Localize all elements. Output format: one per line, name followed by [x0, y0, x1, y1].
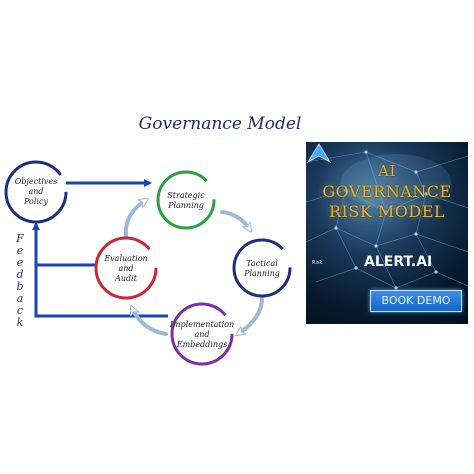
banner-headline-line-2: GOVERNANCE: [322, 182, 452, 201]
cycle-arrows: [123, 200, 264, 336]
cycle-arrow-implementation-evaluation: [132, 308, 168, 336]
node-tactical: Tactical Planning: [232, 238, 292, 298]
feedback-letter: d: [16, 268, 23, 281]
node-evaluation-line-3: Audit: [114, 274, 138, 283]
cycle-arrow-tactical-implementation: [238, 296, 264, 334]
node-tactical-line-2: Planning: [243, 269, 280, 278]
node-evaluation: Evaluation and Audit: [94, 236, 158, 300]
banner-headline-line-1: AI: [378, 162, 396, 180]
network-background: [306, 150, 468, 290]
feedback-letter: c: [17, 304, 23, 317]
governance-diagram: Objectives and Policy Strategic Planning…: [4, 160, 292, 366]
node-evaluation-line-2: and: [118, 264, 133, 273]
feedback-letter: a: [17, 292, 24, 305]
ad-banner[interactable]: AI GOVERNANCE RISK MODEL Risk ALERT.AI B…: [306, 142, 468, 324]
node-strategic: Strategic Planning: [156, 170, 216, 230]
flow-arrows: [32, 179, 168, 318]
book-demo-button[interactable]: BOOK DEMO: [370, 290, 462, 312]
cycle-arrow-strategic-tactical: [220, 210, 250, 230]
node-strategic-line-1: Strategic: [167, 191, 205, 200]
banner-tag: Risk: [312, 260, 323, 266]
feedback-letter: k: [17, 316, 24, 329]
node-implementation-line-2: and: [194, 330, 209, 339]
brand-name: ALERT.AI: [364, 254, 433, 270]
feedback-line: [32, 222, 168, 318]
node-implementation-line-1: Implementation: [169, 320, 234, 329]
node-implementation: Implementation and Embeddings: [169, 302, 234, 366]
node-evaluation-line-1: Evaluation: [103, 254, 147, 263]
node-objectives: Objectives and Policy: [4, 160, 68, 224]
node-strategic-line-2: Planning: [167, 201, 204, 210]
feedback-letter: e: [17, 244, 24, 257]
diagram-title: Governance Model: [138, 114, 302, 134]
feedback-letter: e: [17, 256, 24, 269]
feedback-letter: F: [15, 232, 24, 245]
alert-ai-logo-icon: [306, 143, 332, 164]
node-objectives-line-3: Policy: [23, 197, 48, 206]
feedback-letter: b: [16, 280, 23, 293]
node-objectives-line-2: and: [28, 187, 43, 196]
cycle-arrow-evaluation-strategic: [123, 200, 146, 238]
banner-headline-line-3: RISK MODEL: [329, 202, 445, 221]
node-objectives-line-1: Objectives: [15, 177, 58, 186]
node-tactical-line-1: Tactical: [246, 259, 278, 268]
node-implementation-line-3: Embeddings: [176, 340, 227, 349]
